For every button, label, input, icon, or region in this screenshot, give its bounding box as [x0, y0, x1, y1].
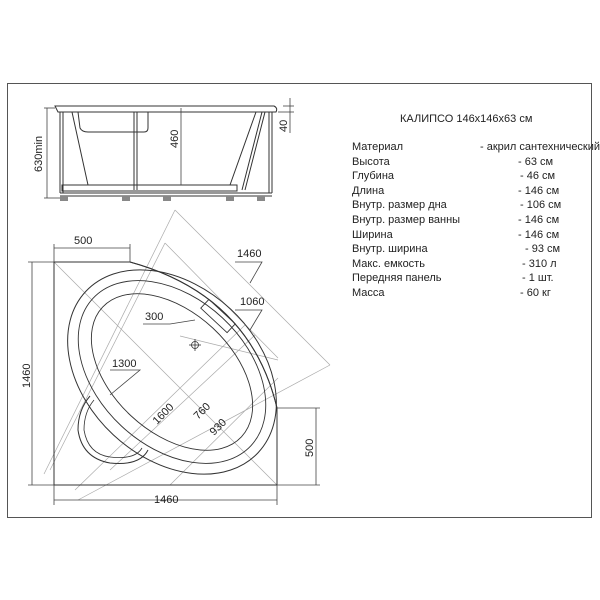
spec-row: Глубина- 46 см: [352, 170, 556, 183]
dim-left-side: 1460: [21, 364, 33, 388]
dim-length: 1600: [151, 401, 177, 427]
spec-row: Внутр. размер дна- 106 см: [352, 199, 562, 212]
seat-lobe: [77, 395, 149, 464]
product-title: КАЛИПСО 146x146x63 см: [400, 113, 533, 125]
spec-row: Внутр. ширина- 93 см: [352, 243, 561, 256]
dim-rim: 40: [278, 120, 290, 132]
dim-outer-width: 930: [208, 417, 229, 438]
headrest: [200, 298, 236, 334]
dim-diag-inner: 1060: [240, 296, 264, 308]
spec-row: Ширина- 146 см: [352, 228, 560, 241]
dim-right-offset: 500: [304, 439, 316, 457]
outer-rim: [67, 269, 277, 475]
dim-top-offset: 500: [74, 235, 92, 247]
drain-icon: [189, 339, 201, 351]
dim-height: 630min: [33, 136, 45, 172]
spec-row: Высота- 63 см: [352, 155, 554, 168]
spec-row: Внутр. размер ванны- 146 см: [352, 213, 560, 226]
spec-row: Передняя панель- 1 шт.: [352, 272, 554, 285]
dim-seat: 1300: [112, 358, 136, 370]
spec-table: Материал- акрил сантехнический Высота- 6…: [352, 140, 600, 301]
dim-depth: 460: [169, 130, 181, 148]
dim-headrest: 300: [145, 311, 163, 323]
feet-icon: [60, 196, 265, 201]
dim-bottom-side: 1460: [154, 494, 178, 506]
dimension-lines: [43, 209, 331, 501]
basin: [90, 293, 254, 451]
elevation-view: [44, 98, 294, 201]
spec-row: Длина- 146 см: [352, 184, 560, 197]
spec-row: Макс. емкость- 310 л: [352, 257, 557, 270]
dim-diag-outer: 1460: [237, 248, 261, 260]
spec-row: Материал- акрил сантехнический: [352, 141, 600, 153]
dim-basin-width: 760: [192, 401, 213, 422]
spec-row: Масса- 60 кг: [352, 286, 551, 299]
rim-edge: [77, 280, 267, 464]
drawing-frame: [7, 83, 592, 518]
plan-view: [28, 209, 331, 505]
